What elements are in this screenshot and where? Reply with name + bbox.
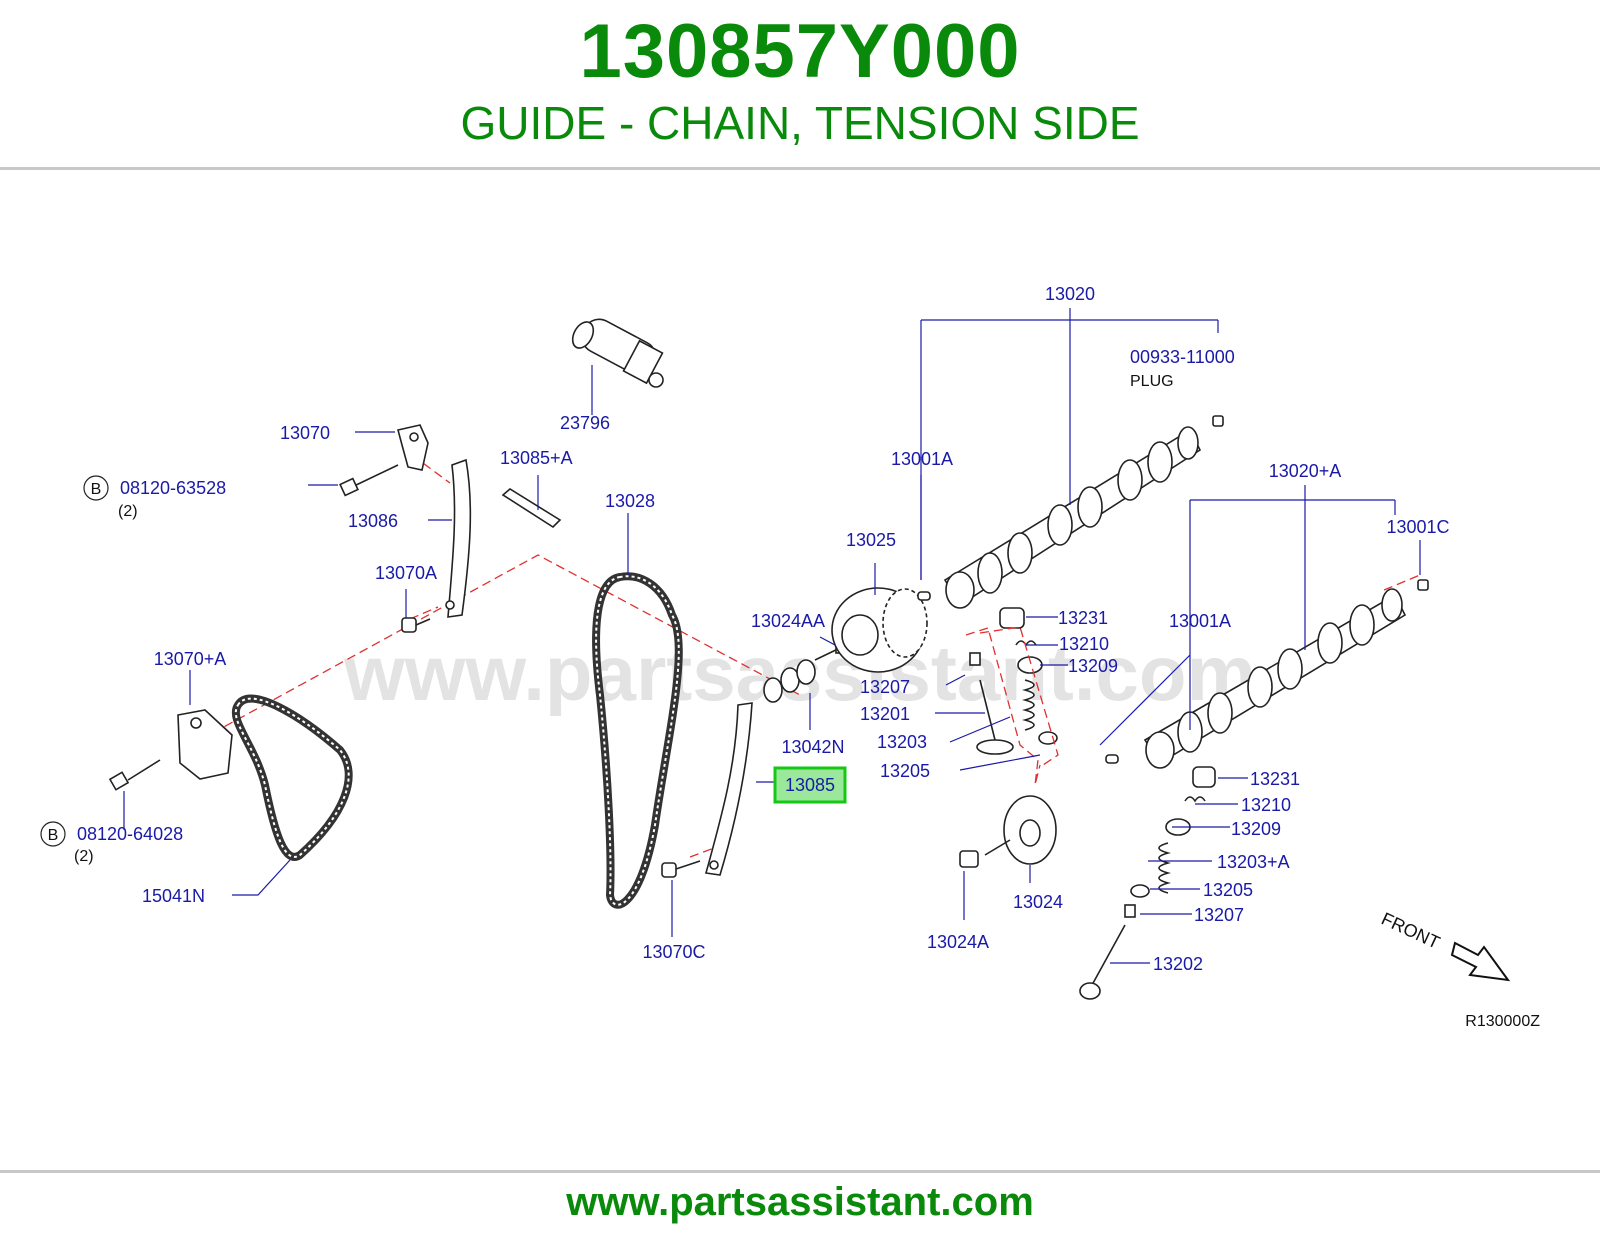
label-13210-top[interactable]: 13210 bbox=[1059, 634, 1109, 654]
label-13231-top[interactable]: 13231 bbox=[1058, 608, 1108, 628]
label-13203-plus-a[interactable]: 13203+A bbox=[1217, 852, 1290, 872]
secondary-timing-chain-part bbox=[232, 694, 353, 861]
label-13042n[interactable]: 13042N bbox=[781, 737, 844, 757]
label-23796[interactable]: 23796 bbox=[560, 413, 610, 433]
chain-guide-bracket-part bbox=[397, 424, 429, 471]
label-13020-plus-a[interactable]: 13020+A bbox=[1269, 461, 1342, 481]
footer-divider bbox=[0, 1170, 1600, 1173]
guide-strip-part bbox=[501, 488, 562, 529]
label-13025[interactable]: 13025 bbox=[846, 530, 896, 550]
label-15041n[interactable]: 15041N bbox=[142, 886, 205, 906]
part-description: GUIDE - CHAIN, TENSION SIDE bbox=[460, 97, 1140, 149]
footer-website-link[interactable]: www.partsassistant.com bbox=[566, 1180, 1034, 1224]
header-divider bbox=[0, 167, 1600, 170]
label-13028[interactable]: 13028 bbox=[605, 491, 655, 511]
bolt-13070A-part bbox=[401, 617, 431, 633]
exhaust-sprocket-part bbox=[959, 795, 1057, 868]
label-13024[interactable]: 13024 bbox=[1013, 892, 1063, 912]
bolt-qty-1: (2) bbox=[118, 503, 138, 520]
chain-tensioner-part bbox=[571, 318, 664, 388]
exploded-view-svg: www.partsassistant.com bbox=[40, 284, 1540, 1030]
label-13201[interactable]: 13201 bbox=[860, 704, 910, 724]
front-direction-arrow: FRONT bbox=[1378, 908, 1511, 982]
label-13020[interactable]: 13020 bbox=[1045, 284, 1095, 304]
label-13205-top[interactable]: 13205 bbox=[880, 761, 930, 781]
label-13085-plus-a[interactable]: 13085+A bbox=[500, 448, 573, 468]
valve-assembly-lower-part bbox=[1079, 766, 1216, 1000]
leader-lines bbox=[123, 308, 1421, 964]
tensioner-bolt-part bbox=[108, 759, 161, 791]
label-13203[interactable]: 13203 bbox=[877, 732, 927, 752]
label-plug-name: PLUG bbox=[1130, 373, 1174, 390]
label-13001a-top[interactable]: 13001A bbox=[891, 449, 953, 469]
cam-sprocket-part bbox=[831, 587, 928, 673]
label-13001a-right[interactable]: 13001A bbox=[1169, 611, 1231, 631]
page-header: 130857Y000 GUIDE - CHAIN, TENSION SIDE bbox=[0, 0, 1600, 170]
label-13024aa[interactable]: 13024AA bbox=[751, 611, 825, 631]
label-13209-top[interactable]: 13209 bbox=[1068, 656, 1118, 676]
label-13231-bottom[interactable]: 13231 bbox=[1250, 769, 1300, 789]
label-13070a[interactable]: 13070A bbox=[375, 563, 437, 583]
label-13210-bottom[interactable]: 13210 bbox=[1241, 795, 1291, 815]
bolt-qty-2: (2) bbox=[74, 848, 94, 865]
label-13207-top[interactable]: 13207 bbox=[860, 677, 910, 697]
guide-bolt-part bbox=[661, 860, 701, 878]
part-number-title: 130857Y000 bbox=[579, 9, 1021, 94]
front-label: FRONT bbox=[1378, 908, 1443, 952]
label-13086[interactable]: 13086 bbox=[348, 511, 398, 531]
label-13070[interactable]: 13070 bbox=[280, 423, 330, 443]
part-labels: 13020 23796 13070 13085+A 13028 13001A 1… bbox=[40, 284, 1450, 974]
bolt-group-marker-b-text: B bbox=[91, 481, 102, 498]
tension-side-chain-guide-part bbox=[704, 702, 753, 876]
label-13202[interactable]: 13202 bbox=[1153, 954, 1203, 974]
label-08120-63528[interactable]: 08120-63528 bbox=[120, 478, 226, 498]
label-13001c[interactable]: 13001C bbox=[1386, 517, 1449, 537]
label-08120-64028[interactable]: 08120-64028 bbox=[77, 824, 183, 844]
parts-diagram: www.partsassistant.com bbox=[0, 175, 1600, 1165]
camshaft-upper-part bbox=[917, 415, 1224, 609]
bolt-part bbox=[339, 464, 399, 497]
label-13070c[interactable]: 13070C bbox=[642, 942, 705, 962]
camshaft-lower-part bbox=[1105, 579, 1429, 769]
highlighted-part-callout[interactable]: 13085 bbox=[773, 766, 847, 804]
bolt-group-marker-b-2 bbox=[40, 821, 66, 847]
bolt-group-marker-b-2-text: B bbox=[48, 827, 59, 844]
slack-guide-part bbox=[445, 458, 472, 618]
label-13209-bottom[interactable]: 13209 bbox=[1231, 819, 1281, 839]
secondary-tensioner-part bbox=[177, 709, 233, 780]
primary-timing-chain-part bbox=[592, 572, 683, 909]
label-13024a[interactable]: 13024A bbox=[927, 932, 989, 952]
label-13207-bottom[interactable]: 13207 bbox=[1194, 905, 1244, 925]
label-13205-bottom[interactable]: 13205 bbox=[1203, 880, 1253, 900]
diagram-reference-code: R130000Z bbox=[1465, 1013, 1540, 1030]
valve-assembly-upper-part bbox=[969, 607, 1058, 755]
label-13085-highlighted[interactable]: 13085 bbox=[785, 775, 835, 795]
label-plug-number[interactable]: 00933-11000 bbox=[1130, 347, 1235, 367]
bolt-group-marker-b bbox=[83, 475, 109, 501]
label-13070-plus-a[interactable]: 13070+A bbox=[154, 649, 227, 669]
